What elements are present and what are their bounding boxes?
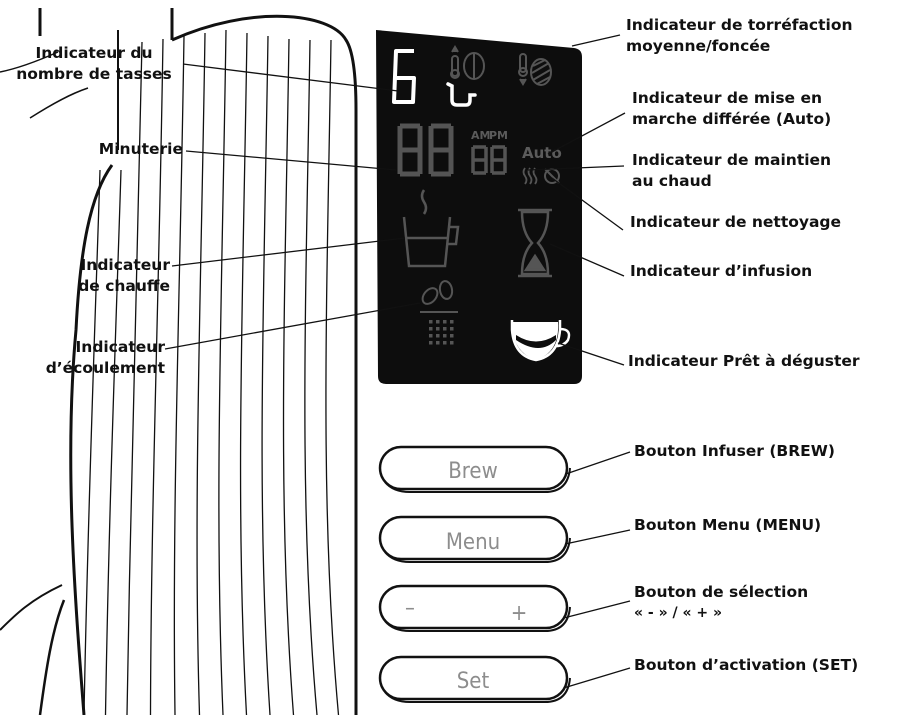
- grille-line: [173, 35, 185, 715]
- timer-digits-small: [471, 145, 507, 175]
- medium-roast-icon: [450, 45, 485, 80]
- label-keepwarm-line1: Indicateur de maintien: [632, 151, 832, 169]
- label-timer: Minuterie: [40, 139, 183, 160]
- flow-dots: [429, 320, 454, 345]
- flow-dot: [450, 327, 454, 331]
- label-menu-button: Bouton Menu (MENU): [634, 515, 821, 536]
- set-button-label: Set: [457, 669, 490, 694]
- flow-dot: [436, 341, 440, 345]
- grille-line: [239, 32, 248, 715]
- label-flow-line1: Indicateur: [75, 338, 165, 356]
- label-keepwarm-line2: au chaud: [632, 172, 712, 190]
- label-ready: Indicateur Prêt à déguster: [628, 351, 860, 372]
- am-indicator: AM: [471, 129, 490, 142]
- menu-button-label: Menu: [446, 530, 500, 555]
- machine-grille-lines: [83, 29, 340, 715]
- label-cleaning-line1: Indicateur de nettoyage: [630, 213, 842, 231]
- label-select-button-line1: Bouton de sélection: [634, 583, 809, 601]
- flow-dot: [450, 320, 454, 324]
- menu-button[interactable]: Menu: [378, 515, 571, 563]
- brewing-hourglass-icon: [518, 208, 552, 278]
- heating-icon: [402, 189, 460, 268]
- label-brew-button: Bouton Infuser (BREW): [634, 441, 835, 462]
- plus-label[interactable]: +: [511, 601, 528, 626]
- grille-line: [196, 32, 206, 715]
- grille-line: [261, 35, 271, 715]
- label-cups-line2: nombre de tasses: [16, 65, 172, 83]
- flow-dot: [436, 334, 440, 338]
- grille-line: [83, 169, 101, 715]
- label-select-button-line2: « - » / « + »: [634, 605, 723, 621]
- grille-line: [304, 39, 318, 715]
- label-timer-line1: Minuterie: [98, 140, 183, 158]
- ready-cup-icon: [510, 320, 571, 362]
- small-cup-icon: [446, 82, 477, 107]
- label-cups: Indicateur du nombre de tasses: [6, 43, 182, 85]
- flow-dot: [436, 320, 440, 324]
- flow-dot: [443, 320, 447, 324]
- lcd-panel: [376, 30, 582, 384]
- flow-dot: [450, 341, 454, 345]
- label-delayed: Indicateur de mise en marche différée (A…: [632, 88, 831, 130]
- label-select-button: Bouton de sélection « - » / « + »: [634, 582, 808, 624]
- flow-dot: [443, 334, 447, 338]
- grille-line: [104, 169, 122, 715]
- label-keepwarm: Indicateur de maintien au chaud: [632, 150, 831, 192]
- label-cleaning: Indicateur de nettoyage: [630, 212, 841, 233]
- timer-digits-large: [397, 123, 454, 177]
- flow-dot: [429, 341, 433, 345]
- label-flow: Indicateur d’écoulement: [10, 337, 165, 379]
- pm-indicator: PM: [489, 129, 508, 142]
- flow-dot: [429, 320, 433, 324]
- label-brewing: Indicateur d’infusion: [630, 261, 812, 282]
- label-heating: Indicateur de chauffe: [20, 255, 170, 297]
- brew-button-label: Brew: [448, 459, 498, 484]
- label-heating-line2: de chauffe: [78, 277, 170, 295]
- label-flow-line2: d’écoulement: [45, 359, 165, 377]
- label-roast: Indicateur de torréfaction moyenne/foncé…: [626, 15, 853, 57]
- grille-line: [325, 39, 340, 715]
- label-delayed-line2: marche différée (Auto): [632, 110, 832, 128]
- label-ready-line1: Indicateur Prêt à déguster: [628, 352, 860, 370]
- label-set-button-line1: Bouton d’activation (SET): [634, 656, 859, 674]
- label-brew-button-line1: Bouton Infuser (BREW): [634, 442, 835, 460]
- select-button[interactable]: – +: [378, 584, 571, 632]
- label-set-button: Bouton d’activation (SET): [634, 655, 858, 676]
- grille-line: [218, 29, 227, 715]
- auto-indicator: Auto: [522, 144, 562, 162]
- dark-roast-icon: [518, 53, 552, 86]
- label-menu-button-line1: Bouton Menu (MENU): [634, 516, 822, 534]
- brew-button[interactable]: Brew: [378, 445, 571, 493]
- label-delayed-line1: Indicateur de mise en: [632, 89, 823, 107]
- flow-dot: [429, 334, 433, 338]
- label-cups-line1: Indicateur du: [35, 44, 153, 62]
- grille-line: [149, 38, 164, 715]
- grille-line: [282, 38, 295, 715]
- label-roast-line2: moyenne/foncée: [626, 37, 771, 55]
- label-roast-line1: Indicateur de torréfaction: [626, 16, 853, 34]
- set-button[interactable]: Set: [378, 655, 571, 703]
- flow-icon: [420, 280, 458, 313]
- flow-dot: [429, 327, 433, 331]
- grille-line: [126, 41, 143, 715]
- machine-body: [0, 8, 358, 715]
- flow-dot: [443, 341, 447, 345]
- label-heating-line1: Indicateur: [80, 256, 170, 274]
- minus-label[interactable]: –: [405, 596, 415, 621]
- flow-dot: [436, 327, 440, 331]
- flow-dot: [450, 334, 454, 338]
- label-brewing-line1: Indicateur d’infusion: [630, 262, 813, 280]
- cup-count-digit: [392, 49, 416, 104]
- flow-dot: [443, 327, 447, 331]
